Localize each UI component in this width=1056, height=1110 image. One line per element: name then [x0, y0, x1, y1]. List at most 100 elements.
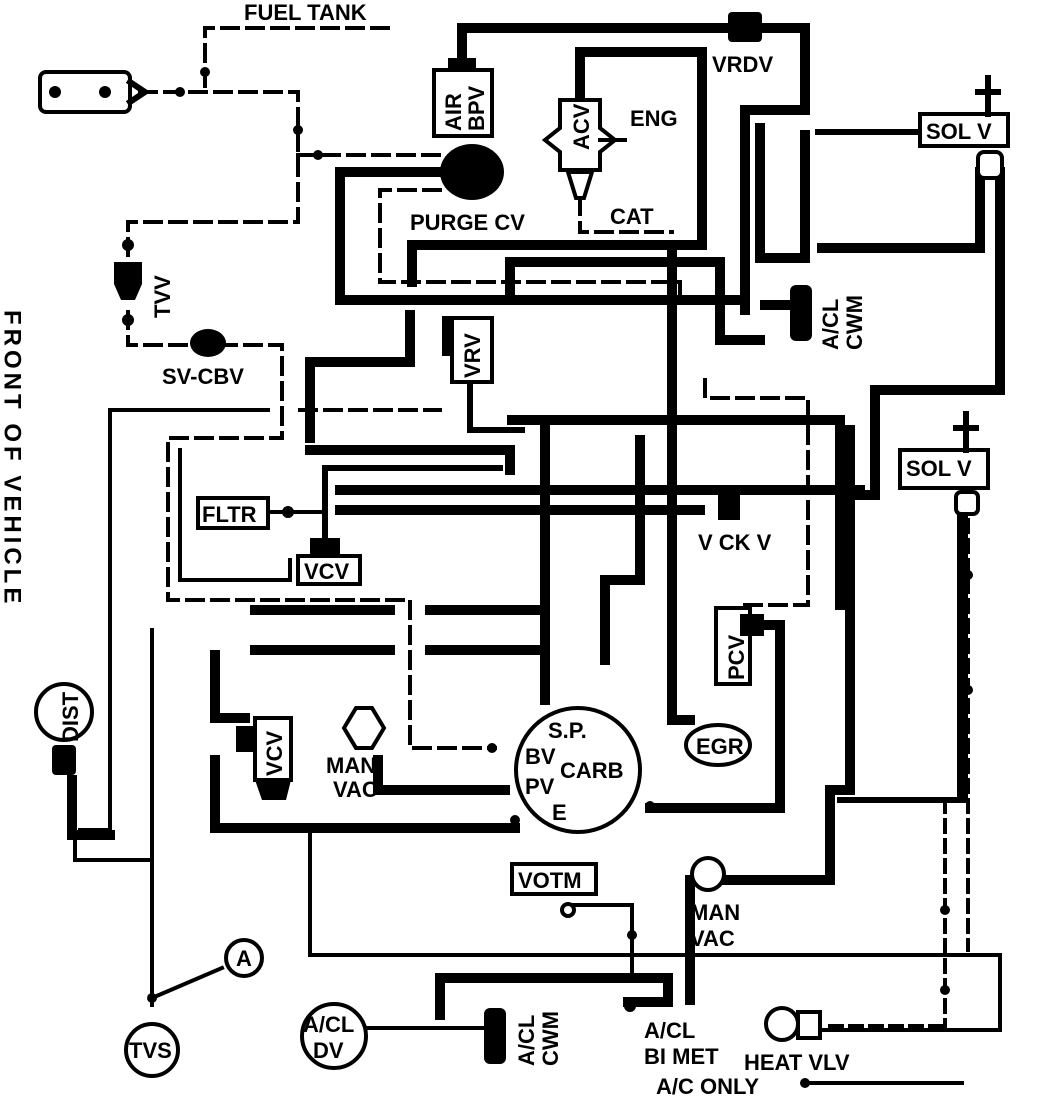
- hose-man-vac-left: [373, 755, 510, 795]
- hose-bottom-loop: [308, 830, 1002, 1032]
- svg-text:CWM: CWM: [842, 295, 867, 350]
- svg-text:VAC: VAC: [333, 777, 378, 802]
- dist: DIST: [34, 682, 94, 775]
- svg-text:EGR: EGR: [696, 734, 744, 759]
- svg-text:A/CL: A/CL: [303, 1012, 354, 1037]
- hose-vrdv-right: [740, 23, 810, 315]
- man-vac-left: MAN VAC: [326, 706, 387, 802]
- hose-long-right: [507, 415, 845, 610]
- hose-center-right: [505, 257, 765, 345]
- svg-text:BV: BV: [525, 744, 556, 769]
- vcv-left: VCV: [236, 716, 293, 800]
- hose-purge-left: [335, 167, 747, 305]
- tvs: TVS: [124, 1022, 180, 1078]
- hose-egr-up: [667, 615, 695, 725]
- acv: ACV: [541, 98, 619, 200]
- svg-text:SV-CBV: SV-CBV: [162, 364, 244, 389]
- svg-text:VCV: VCV: [262, 730, 287, 776]
- svg-text:FLTR: FLTR: [202, 502, 257, 527]
- hose-canister-main: [126, 90, 300, 264]
- svg-text:VRV: VRV: [460, 333, 485, 378]
- front-of-vehicle-label: FRONT OF VEHICLE: [0, 310, 26, 607]
- hose-vrv-down: [467, 382, 525, 433]
- hose-cat: [578, 196, 674, 234]
- fuel-tank-label: FUEL TANK: [244, 0, 367, 25]
- svg-text:MAN: MAN: [326, 753, 376, 778]
- sv-cbv: SV-CBV: [162, 329, 244, 389]
- hose-tvv-down: [126, 310, 497, 750]
- hose-purge-loop: [378, 188, 682, 297]
- hose-sol-v-top-right: [817, 167, 985, 253]
- purge-cv: PURGE CV: [410, 144, 525, 235]
- vapor-canister: [38, 70, 151, 114]
- egr: EGR: [684, 723, 752, 767]
- svg-text:TVV: TVV: [150, 275, 175, 318]
- svg-text:PURGE CV: PURGE CV: [410, 210, 525, 235]
- svg-text:A/CL: A/CL: [644, 1018, 695, 1043]
- man-vac-right: MAN VAC: [690, 856, 740, 951]
- acl-cwm-top: A/CL CWM: [760, 285, 867, 350]
- svg-text:A/CL: A/CL: [818, 299, 843, 350]
- acl-dv: A/CL DV: [300, 1002, 368, 1070]
- hose-sol-v-right-loop: [837, 487, 968, 803]
- votm: VOTM: [510, 862, 598, 918]
- eng-label: ENG: [630, 106, 678, 131]
- hose-right-vertical: [685, 425, 855, 1005]
- svg-text:MAN: MAN: [690, 900, 740, 925]
- hose-pcv: [645, 620, 785, 813]
- svg-text:ACV: ACV: [569, 103, 594, 150]
- svg-text:A/CL: A/CL: [514, 1015, 539, 1066]
- pcv: PCV: [714, 606, 764, 686]
- cat-label: CAT: [610, 204, 654, 229]
- hose-top-horizontal-band: [305, 445, 515, 475]
- hose-tvs-up: [73, 818, 154, 1007]
- hose-vcv-left-loop: [210, 650, 520, 833]
- acl-bimet: A/CL BI MET: [624, 1000, 719, 1069]
- ac-only-dot: [800, 1078, 810, 1088]
- svg-text:S.P.: S.P.: [548, 718, 587, 743]
- svg-text:A: A: [236, 946, 252, 971]
- tvv: TVV: [114, 239, 175, 326]
- vcv-top: VCV: [296, 538, 362, 586]
- svg-text:E: E: [552, 800, 567, 825]
- svg-text:DV: DV: [313, 1038, 344, 1063]
- svg-text:VAC: VAC: [690, 926, 735, 951]
- vrdv: VRDV: [712, 12, 773, 77]
- svg-text:CARB: CARB: [560, 758, 624, 783]
- hose-acv-top: [407, 47, 707, 287]
- hose-fuel-tank: [203, 26, 390, 94]
- ac-only-label: A/C ONLY: [656, 1074, 759, 1099]
- svg-text:SOL V: SOL V: [926, 119, 992, 144]
- hose-left-inner: [178, 448, 292, 582]
- sol-v-top: SOL V: [918, 75, 1010, 180]
- vrv: VRV: [442, 316, 494, 384]
- hose-vrv-left-thick: [305, 310, 415, 443]
- vck-v: V CK V: [698, 494, 772, 555]
- hose-carb-top-right: [600, 435, 645, 665]
- svg-text:VOTM: VOTM: [518, 868, 582, 893]
- fltr: FLTR: [196, 496, 327, 530]
- junction-dots: [147, 67, 973, 1003]
- svg-text:PV: PV: [525, 774, 555, 799]
- svg-text:PCV: PCV: [724, 634, 749, 680]
- thick-hoses: [67, 23, 1005, 1085]
- svg-text:BI MET: BI MET: [644, 1044, 719, 1069]
- svg-text:DIST: DIST: [58, 691, 83, 742]
- hose-votm: [566, 903, 667, 982]
- hose-air-bpv-top: [457, 23, 743, 65]
- svg-text:SOL V: SOL V: [906, 456, 972, 481]
- svg-text:V CK V: V CK V: [698, 530, 772, 555]
- svg-text:BPV: BPV: [464, 85, 489, 131]
- svg-text:VCV: VCV: [304, 559, 350, 584]
- svg-text:TVS: TVS: [129, 1038, 172, 1063]
- svg-text:VRDV: VRDV: [712, 52, 773, 77]
- hose-vcv-top: [322, 465, 503, 543]
- svg-text:HEAT VLV: HEAT VLV: [744, 1050, 850, 1075]
- svg-text:AIR: AIR: [441, 93, 466, 131]
- hose-a: [149, 965, 225, 1001]
- a-marker: A: [224, 938, 264, 978]
- hose-left-loop: [78, 408, 270, 832]
- hose-vck-to-egr: [703, 378, 810, 607]
- acl-cwm-bottom: A/CL CWM: [484, 1008, 563, 1066]
